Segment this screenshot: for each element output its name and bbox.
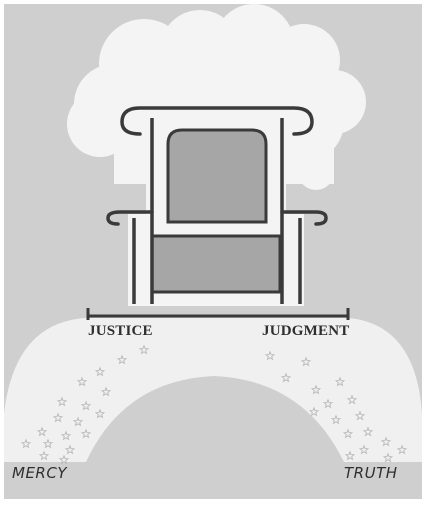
illustration-frame: JUSTICE JUDGMENT MERCY TRUTH (4, 4, 422, 499)
label-justice: JUSTICE (88, 323, 153, 339)
throne-arch-illustration: JUSTICE JUDGMENT MERCY TRUTH (4, 4, 422, 499)
arch-icon (4, 318, 422, 462)
label-truth: TRUTH (344, 464, 398, 482)
label-mercy: MERCY (12, 464, 68, 482)
label-judgment: JUDGMENT (262, 323, 349, 339)
